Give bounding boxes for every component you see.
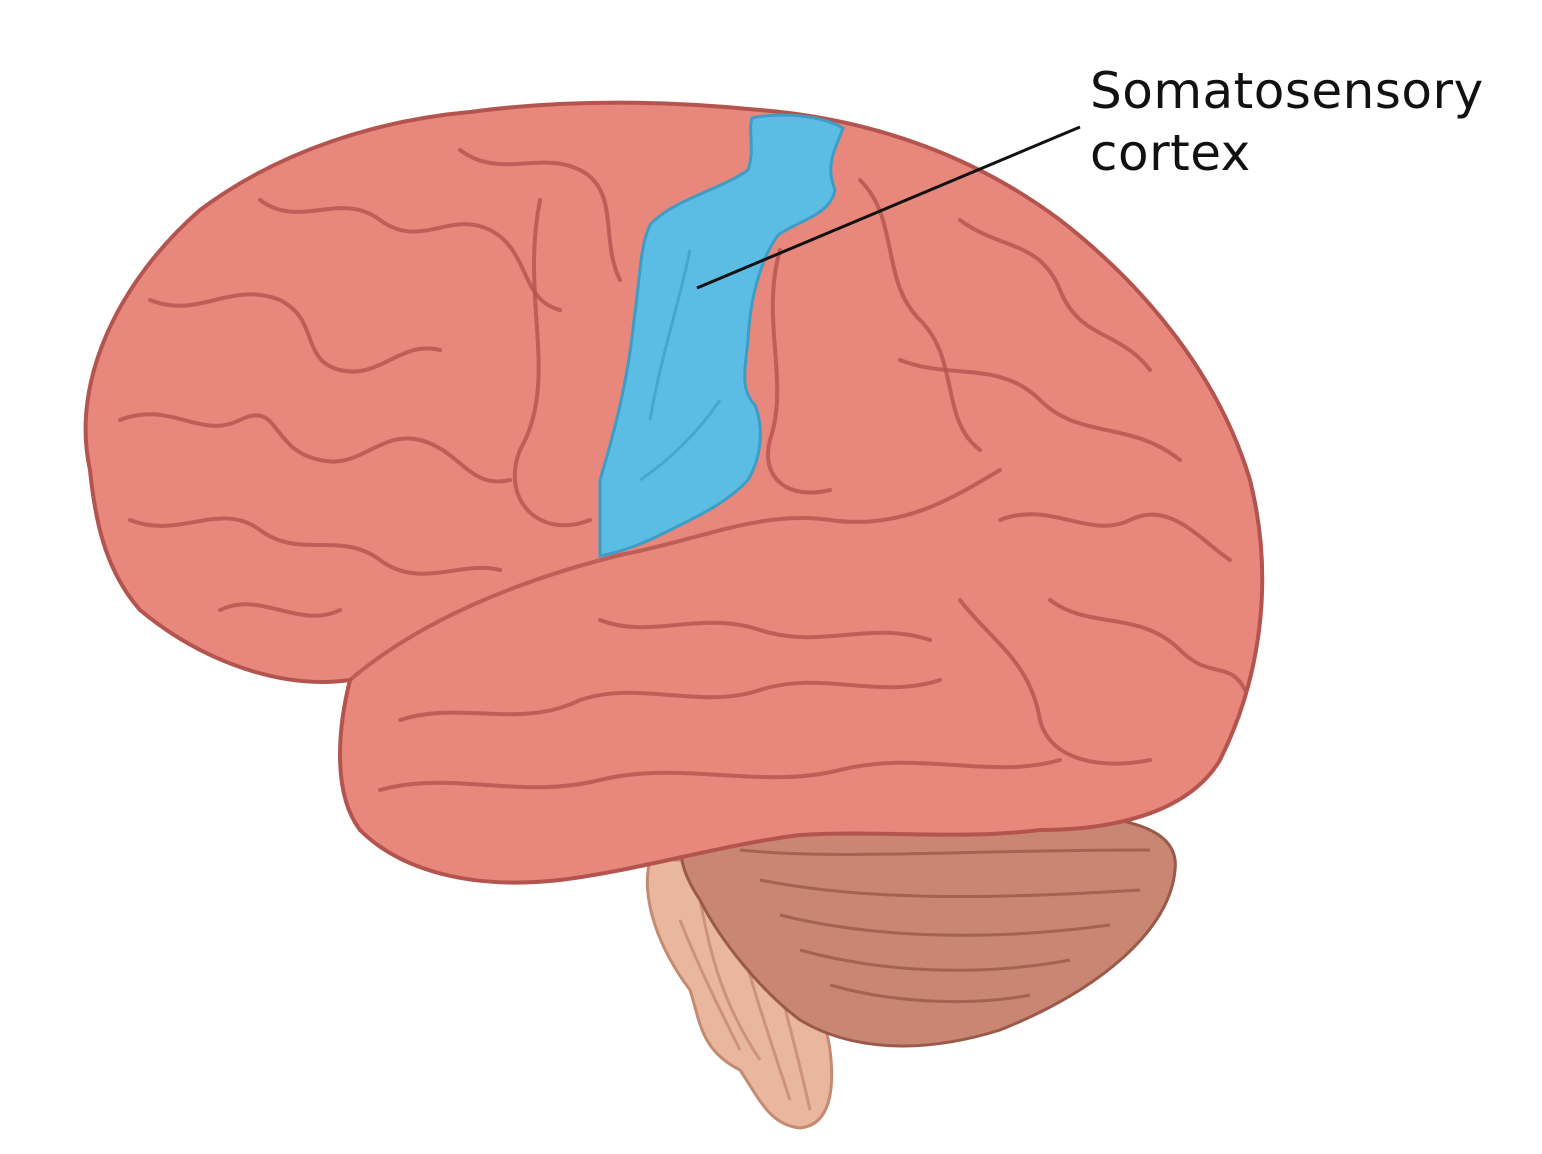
somatosensory-cortex-label: Somatosensory cortex xyxy=(1090,60,1484,184)
label-line-1: Somatosensory xyxy=(1090,62,1484,120)
somatosensory-cortex-region xyxy=(598,113,845,558)
label-line-2: cortex xyxy=(1090,124,1251,182)
leader-line xyxy=(696,125,1081,290)
